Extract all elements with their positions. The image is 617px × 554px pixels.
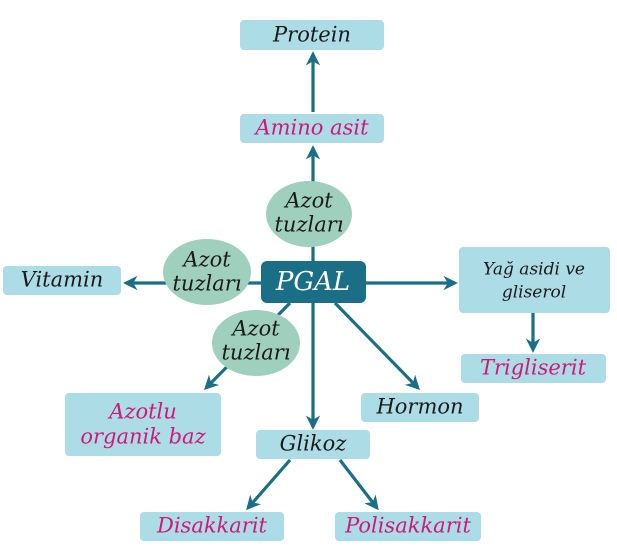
node-label: Amino asit	[253, 116, 369, 140]
node-vitamin: Vitamin	[3, 266, 121, 295]
arrow-pgal-hormon	[333, 301, 421, 391]
node-trigliserit: Trigliserit	[461, 354, 606, 383]
node-hormon: Hormon	[361, 393, 479, 422]
node-label: Trigliserit	[480, 356, 587, 380]
node-label: Vitamin	[21, 268, 104, 292]
node-label: Glikoz	[280, 432, 348, 456]
ellipse-label: Azot	[181, 248, 231, 272]
node-glikoz: Glikoz	[256, 430, 370, 459]
pgal-label: PGAL	[275, 267, 350, 297]
node-yag-asidi-gliserol: Yağ asidi ve gliserol	[459, 247, 610, 313]
node-disakkarit: Disakkarit	[140, 512, 284, 541]
ellipse-label: Azot	[230, 317, 280, 341]
node-label: Disakkarit	[156, 514, 268, 538]
arrow-glikoz-disakkarit	[246, 458, 292, 511]
azot-tuzlari-left: Azot tuzları	[163, 239, 251, 305]
node-amino-asit: Amino asit	[240, 114, 384, 143]
node-label: organik baz	[80, 425, 206, 449]
node-pgal: PGAL	[261, 261, 366, 303]
azot-tuzlari-bottom: Azot tuzları	[212, 310, 300, 376]
node-label: Hormon	[375, 395, 463, 419]
ellipse-label: tuzları	[274, 213, 343, 237]
node-label: Azotlu	[107, 400, 177, 424]
node-label: Polisakkarit	[344, 514, 471, 538]
node-azotlu-organik-baz: Azotlu organik baz	[65, 393, 221, 456]
node-label: Yağ asidi ve	[483, 260, 585, 280]
node-label: Protein	[272, 23, 351, 47]
ellipse-label: tuzları	[221, 341, 290, 365]
node-label: gliserol	[502, 283, 566, 303]
azot-tuzlari-top: Azot tuzları	[266, 181, 352, 247]
ellipse-label: Azot	[283, 189, 333, 213]
node-protein: Protein	[240, 20, 384, 50]
arrow-glikoz-polisakkarit	[338, 459, 379, 511]
node-polisakkarit: Polisakkarit	[335, 512, 481, 541]
ellipse-label: tuzları	[172, 272, 241, 296]
